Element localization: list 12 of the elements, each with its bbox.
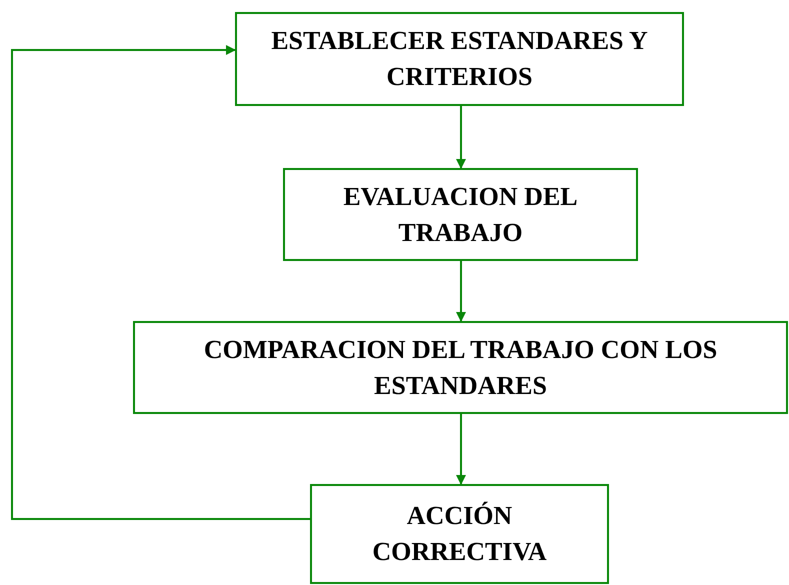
box-label: EVALUACION DEL TRABAJO — [342, 180, 579, 248]
arrow — [456, 106, 466, 169]
process-box — [310, 484, 609, 584]
box-label: ACCIÓN CORRECTIVA — [371, 500, 548, 568]
process-box — [283, 168, 638, 261]
arrow — [456, 414, 466, 485]
box-label: COMPARACION DEL TRABAJO CON LOS ESTANDARES — [202, 334, 718, 402]
process-box — [235, 12, 684, 106]
arrow — [11, 45, 310, 520]
arrow — [456, 261, 466, 322]
box-label: ESTABLECER ESTANDARES Y CRITERIOS — [270, 25, 649, 93]
process-box — [133, 321, 788, 414]
